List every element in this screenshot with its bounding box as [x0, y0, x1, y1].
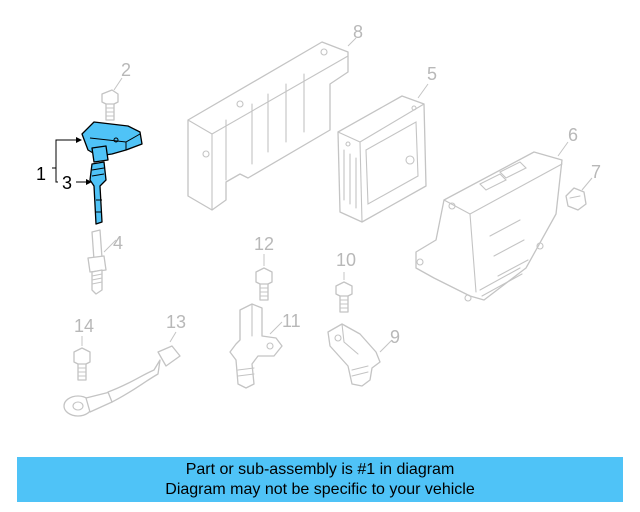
callout-13: 13: [166, 312, 186, 332]
callout-6: 6: [568, 125, 578, 145]
part-7-grommet[interactable]: [565, 187, 587, 211]
part-10-bolt[interactable]: [335, 281, 353, 313]
callout-2: 2: [121, 60, 131, 80]
callout-4: 4: [113, 233, 123, 253]
callout-12: 12: [254, 234, 274, 254]
callout-1: 1: [36, 164, 46, 184]
info-banner: Part or sub-assembly is #1 in diagram Di…: [17, 457, 623, 502]
part-13-knock-sensor[interactable]: [63, 345, 181, 417]
part-2-bolt[interactable]: [101, 89, 119, 121]
callout-7: 7: [591, 162, 601, 182]
part-11-sensor[interactable]: [229, 303, 283, 389]
banner-line-1: Part or sub-assembly is #1 in diagram: [185, 461, 455, 478]
part-12-bolt[interactable]: [255, 267, 273, 301]
callout-9: 9: [390, 327, 400, 347]
callout-3: 3: [62, 173, 72, 193]
banner-line-2: Diagram may not be specific to your vehi…: [165, 481, 475, 498]
callout-5: 5: [427, 64, 437, 84]
part-9-sensor[interactable]: [327, 323, 381, 387]
parts-diagram: 8 5 6 7 2: [36, 22, 601, 417]
part-5-ecu[interactable]: [337, 95, 427, 223]
part-4-spark-plug[interactable]: [87, 229, 107, 295]
part-6-relay-bracket[interactable]: [415, 151, 563, 302]
part-3-coil-boot[interactable]: [89, 161, 107, 225]
callout-11: 11: [282, 311, 301, 331]
callout-10: 10: [336, 250, 356, 270]
callout-8: 8: [353, 22, 363, 42]
callout-14: 14: [74, 316, 94, 336]
part-1-ignition-coil[interactable]: [81, 121, 143, 163]
part-8-bracket[interactable]: [187, 41, 349, 211]
part-14-bolt[interactable]: [73, 347, 91, 381]
